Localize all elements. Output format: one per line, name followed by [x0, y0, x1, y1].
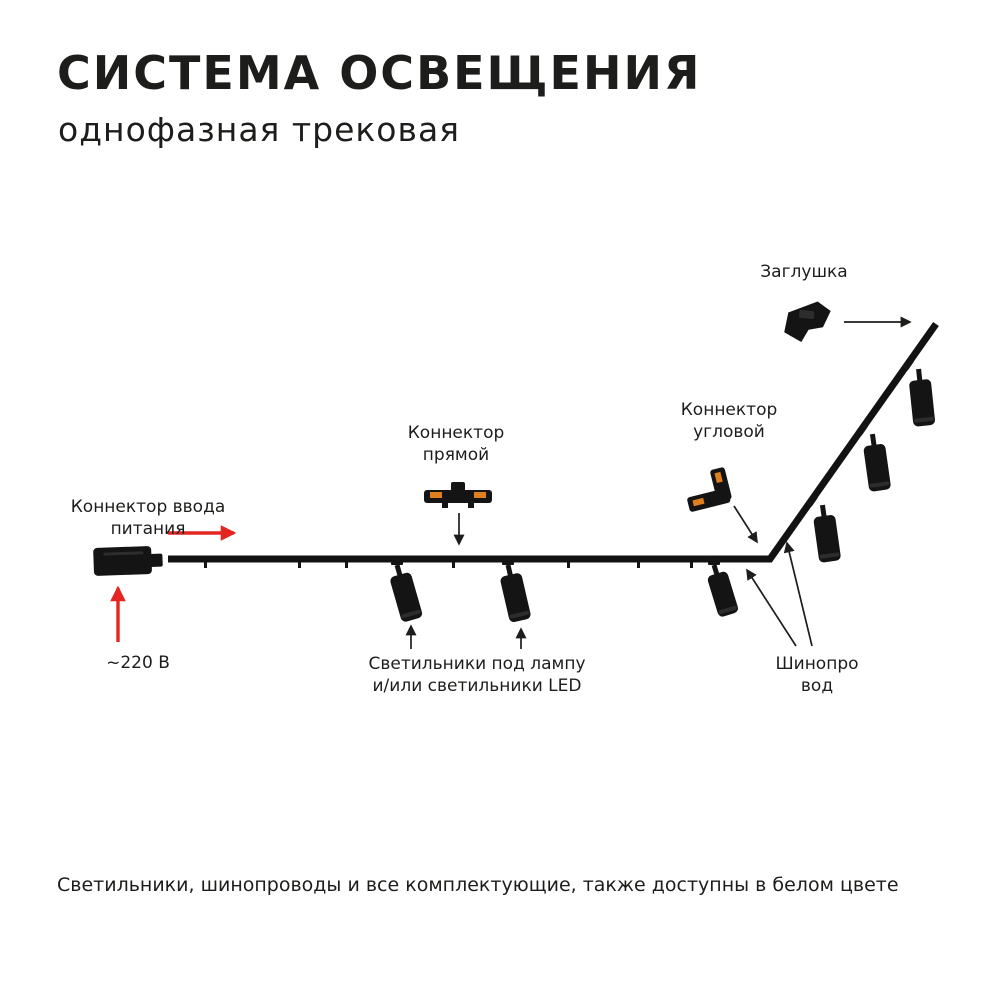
spotlight-body [909, 379, 935, 427]
spotlight-body [863, 444, 891, 492]
label-fixtures: Светильники под лампу и/или светильники … [368, 654, 586, 697]
spotlight-stem [869, 433, 877, 447]
spotlight-ring [913, 416, 934, 423]
label-power-input-connector: Коннектор ввода питания [70, 497, 226, 540]
spotlight-stem [505, 564, 513, 577]
spotlight-stem [711, 564, 720, 576]
label-voltage: ~220 В [106, 653, 170, 673]
corner-connector-contact-2 [714, 471, 723, 484]
busbar-track [168, 321, 939, 563]
spotlight-1 [390, 558, 423, 622]
spotlight-mount [708, 558, 720, 565]
spotlight-6 [902, 357, 935, 427]
page-subtitle: однофазная трековая [58, 110, 461, 149]
spotlight-ring [718, 605, 737, 615]
endcap-figure [784, 301, 831, 343]
spotlight-stem [819, 504, 827, 518]
corner-connector-contact-1 [692, 497, 705, 507]
spotlight-ring [819, 552, 840, 559]
label-straight-connector: Коннектор прямой [407, 423, 505, 466]
corner-connector-figure [687, 467, 732, 512]
power-connector-nose [148, 553, 163, 567]
spotlight-mount [856, 422, 868, 436]
straight-connector-pin-right [468, 503, 474, 508]
spotlight-2 [500, 558, 531, 623]
spotlight-mount [391, 558, 403, 565]
straight-connector-figure [424, 482, 492, 508]
spotlight-ring [401, 609, 421, 619]
spotlight-ring [869, 481, 890, 488]
page-title: СИСТЕМА ОСВЕЩЕНИЯ [57, 46, 702, 100]
spotlight-mount [502, 558, 514, 565]
power-connector-body [93, 546, 152, 576]
endcap-detail [799, 309, 815, 320]
spotlight-mount [902, 357, 914, 371]
arrow-busbar-right [783, 541, 813, 647]
arrow-busbar-left [746, 568, 797, 647]
track-seam-marks [204, 562, 693, 568]
spotlight-4 [806, 493, 841, 563]
spotlight-body [390, 572, 423, 622]
label-endcap: Заглушка [760, 262, 848, 282]
label-corner-connector: Коннектор угловой [680, 400, 778, 443]
straight-connector-pin-left [442, 503, 448, 508]
label-busbar-line2: вод [800, 676, 834, 697]
spotlight-5 [856, 422, 891, 492]
endcap-body [784, 301, 831, 343]
spotlight-body [500, 573, 531, 623]
spotlight-body [813, 515, 841, 563]
spotlight-3 [707, 558, 739, 617]
spotlight-body [707, 571, 739, 617]
straight-connector-contact-right [474, 492, 486, 498]
spotlight-stem [916, 368, 923, 382]
power-connector-seam [103, 551, 144, 556]
spotlight-stem [394, 564, 403, 577]
footer-note: Светильники, шинопроводы и все комплекту… [57, 874, 899, 896]
spotlight-ring [509, 610, 530, 619]
power-input-connector-figure [93, 546, 163, 576]
straight-connector-contact-left [430, 492, 442, 498]
spotlight-mount [806, 493, 818, 507]
straight-connector-tab [451, 482, 465, 492]
arrow-corner-connector [733, 505, 758, 544]
label-busbar-line1: Шинопро [775, 654, 859, 674]
